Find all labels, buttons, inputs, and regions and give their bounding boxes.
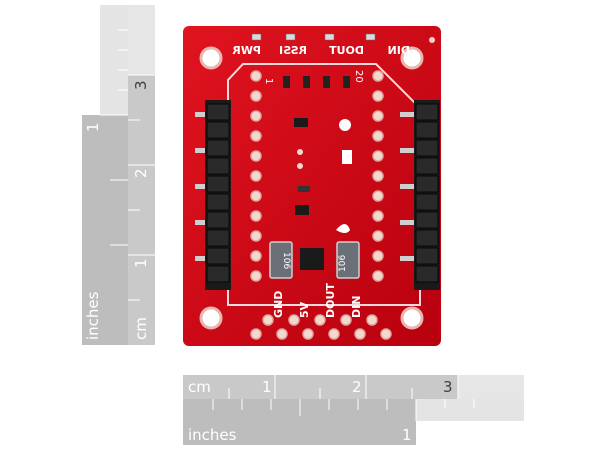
capacitors: 106 106 (269, 241, 360, 279)
xbee-socket-pads (250, 70, 384, 282)
vertical-ruler-extension (100, 5, 128, 115)
smd-components (283, 76, 352, 270)
regulator-chip (300, 248, 324, 270)
right-pin-header (400, 100, 440, 290)
horizontal-cm-tick-3: 3 (443, 378, 453, 396)
label-din-bottom: DIN (350, 296, 363, 318)
vertical-inches-strip (82, 115, 128, 345)
horizontal-inches-label: inches (188, 426, 237, 444)
horizontal-cm-tick-1: 1 (262, 378, 272, 396)
label-dout-bottom: DOUT (324, 283, 337, 318)
mounting-holes (199, 46, 424, 330)
vertical-cm-tick-1: 1 (132, 258, 150, 268)
label-pwr: PWR (232, 44, 261, 57)
oshw-logo (339, 119, 351, 131)
vertical-cm-tick-3: 3 (132, 80, 150, 90)
horizontal-ruler-extension (416, 399, 524, 421)
vertical-cm-tick-2: 2 (132, 168, 150, 178)
vertical-inches-label: inches (84, 291, 102, 340)
bottom-pads (250, 314, 392, 340)
capacitor-left-label: 106 (281, 252, 291, 269)
pin-number-20: 20 (353, 70, 364, 83)
horizontal-cm-label: cm (188, 378, 211, 396)
board-pcb (183, 26, 441, 346)
label-gnd: GND (272, 291, 285, 318)
left-pin-header (195, 100, 231, 290)
label-din-top: DIN (388, 44, 410, 57)
pin-number-1: 1 (263, 78, 274, 84)
flame-logo (336, 224, 350, 233)
label-dout-top: DOUT (329, 44, 364, 57)
sparkfun-logo (342, 150, 352, 164)
status-leds (251, 33, 435, 43)
horizontal-ruler: cm 1 2 3 inches 1 (183, 375, 524, 445)
vertical-cm-label: cm (132, 317, 150, 340)
label-rssi: RSSI (279, 44, 307, 57)
capacitor-right-label: 106 (338, 255, 348, 272)
horizontal-cm-tick-2: 2 (352, 378, 362, 396)
vertical-ruler: inches 1 cm 1 2 3 (82, 5, 155, 345)
xbee-breakout-board: PWR RSSI DOUT DIN 1 20 (183, 26, 441, 346)
label-5v: 5V (298, 301, 311, 318)
vertical-inches-tick-1: 1 (84, 122, 102, 132)
horizontal-inches-tick-1: 1 (402, 426, 412, 444)
xbee-footprint-outline (227, 63, 421, 306)
